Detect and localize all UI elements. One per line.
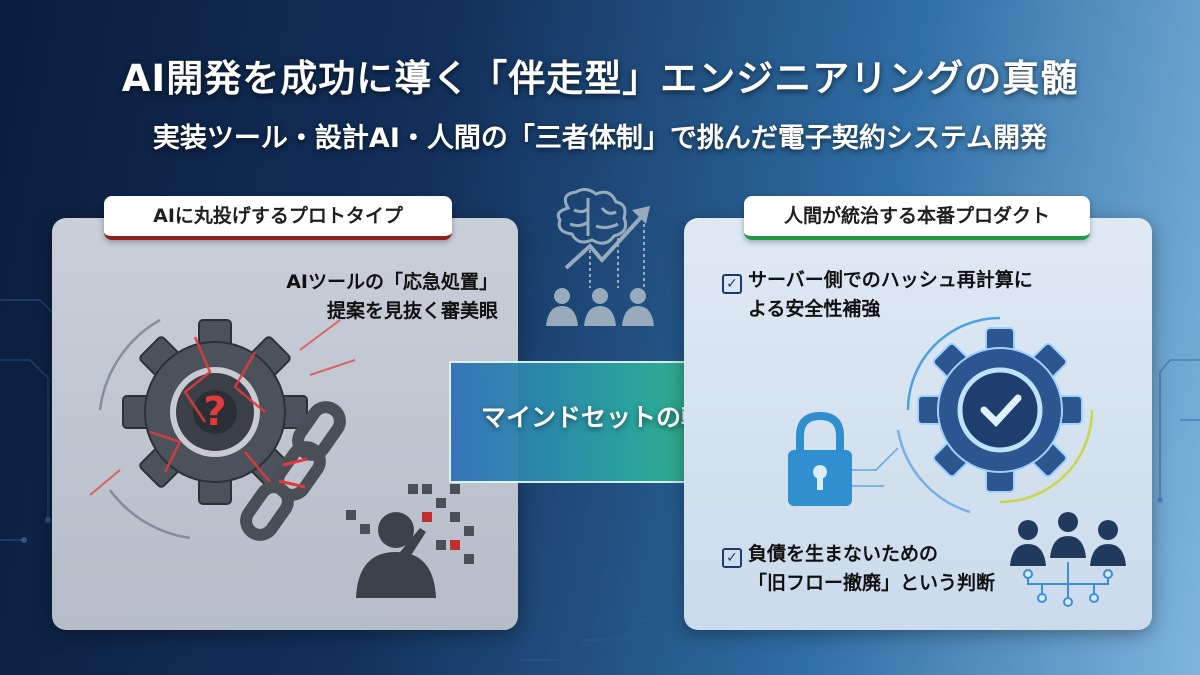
prototype-tag: AIに丸投げするプロトタイプ [104,196,452,240]
prototype-note-line2: 提案を見抜く審美眼 [326,300,498,322]
checkbox-icon: ✓ [722,274,742,294]
brain-growth-team-icon [546,188,654,326]
server-hash-line1: サーバー側でのハッシュ再計算に [748,269,1033,291]
frustrated-person-icon [346,484,474,598]
secure-gear-check-icon [896,316,1094,514]
prototype-note: AIツールの「応急処置」 提案を見抜く審美眼 [268,268,498,326]
gear-question-mark: ? [203,389,226,435]
broken-gear-icon: ? [89,318,356,540]
legacy-flow-line1: 負債を生まないための [748,543,939,565]
broken-chain-icon [240,401,346,541]
checkbox-icon: ✓ [722,548,742,568]
page-subtitle: 実装ツール・設計AI・人間の「三者体制」で挑んだ電子契約システム開発 [152,123,1048,154]
production-tag: 人間が統治する本番プロダクト [744,196,1090,240]
legacy-flow-point: ✓ 負債を生まないための 「旧フロー撤廃」という判断 [722,540,1122,598]
page-title: AI開発を成功に導く「伴走型」エンジニアリングの真髄 [121,57,1079,100]
team-network-icon [1010,512,1126,607]
lock-icon [788,411,899,506]
prototype-note-line1: AIツールの「応急処置」 [286,271,498,293]
server-hash-point: ✓ サーバー側でのハッシュ再計算に よる安全性補強 [722,266,1122,324]
server-hash-line2: よる安全性補強 [748,298,881,320]
legacy-flow-line2: 「旧フロー撤廃」という判断 [748,572,996,594]
